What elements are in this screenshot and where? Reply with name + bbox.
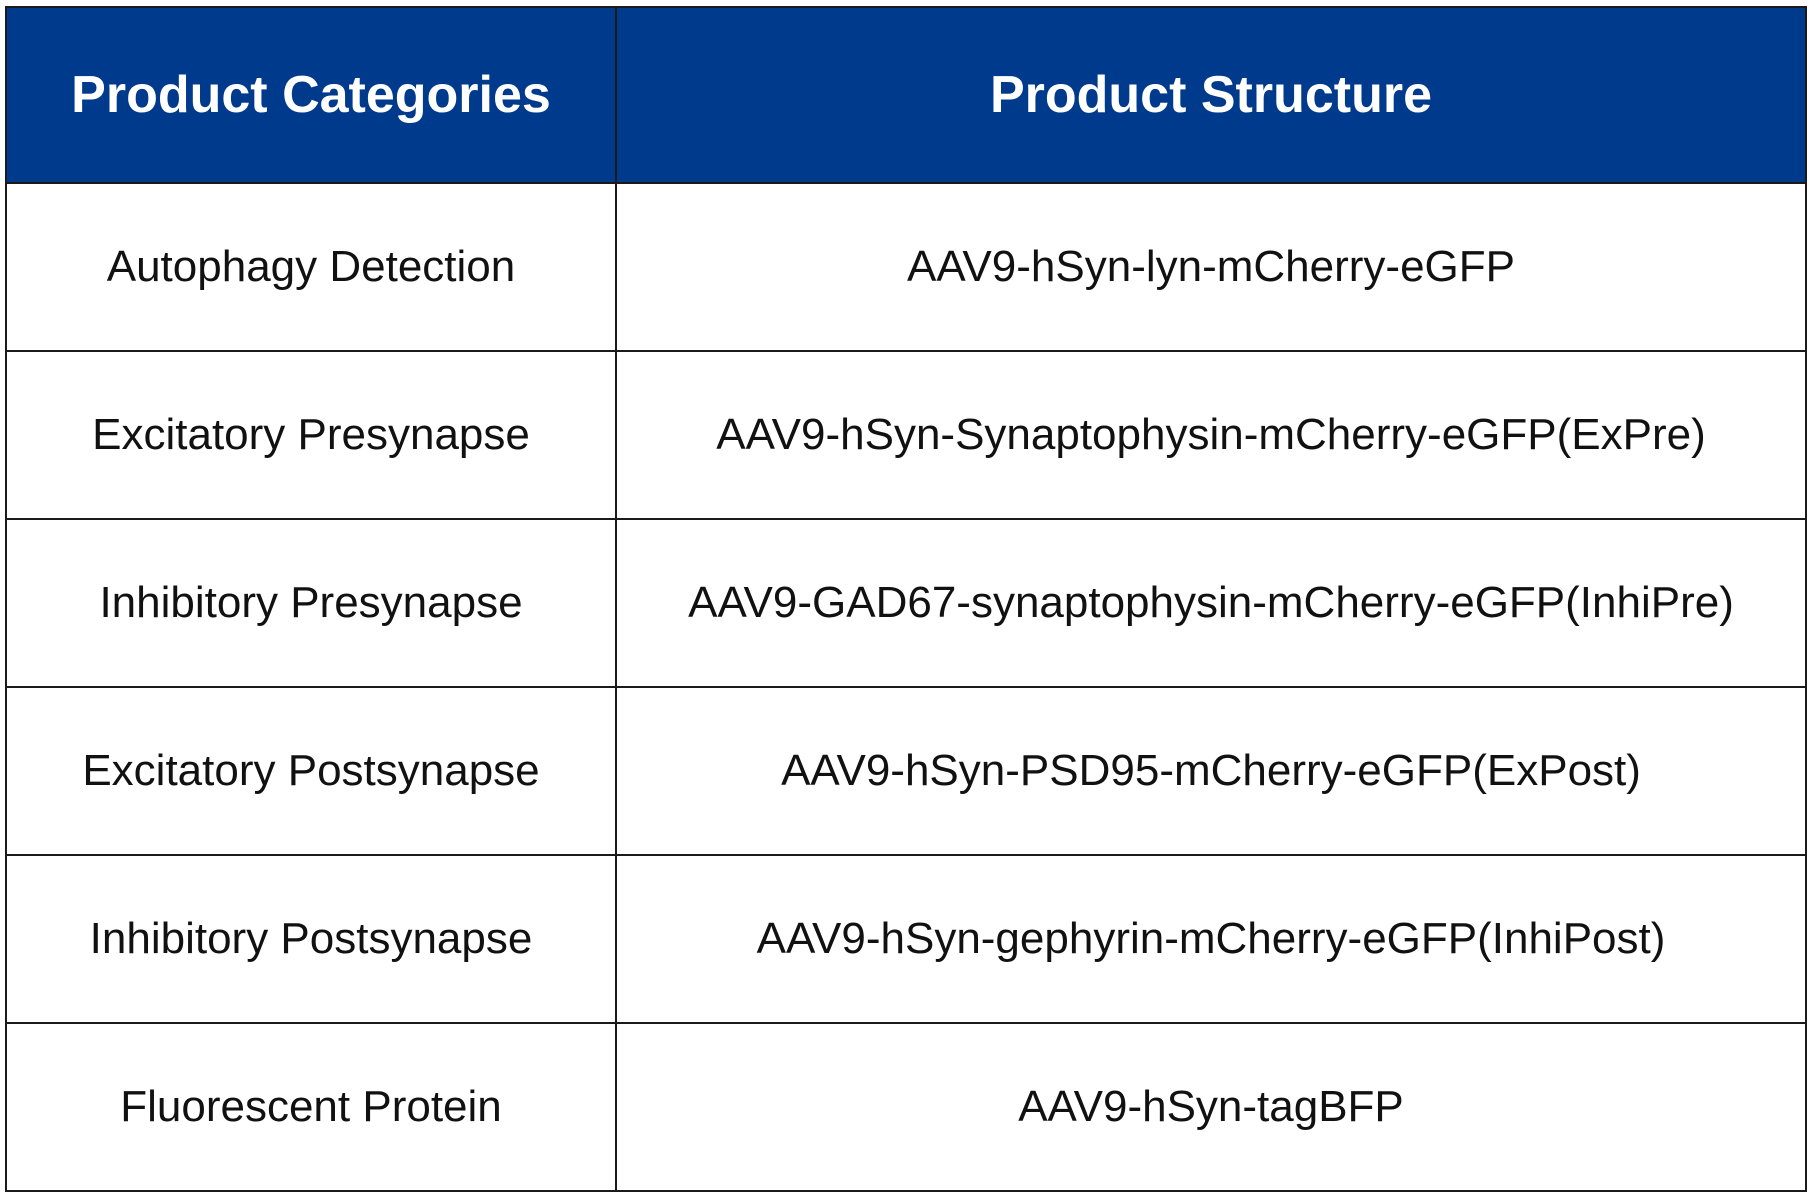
structure-cell: AAV9-hSyn-tagBFP xyxy=(615,1022,1807,1192)
header-product-structure: Product Structure xyxy=(615,6,1807,184)
structure-cell: AAV9-GAD67-synaptophysin-mCherry-eGFP(In… xyxy=(615,518,1807,688)
structure-cell: AAV9-hSyn-lyn-mCherry-eGFP xyxy=(615,182,1807,352)
table-row: Inhibitory Presynapse AAV9-GAD67-synapto… xyxy=(5,518,1807,688)
product-table: Product Categories Product Structure Aut… xyxy=(5,6,1807,1192)
structure-cell: AAV9-hSyn-PSD95-mCherry-eGFP(ExPost) xyxy=(615,686,1807,856)
category-cell: Inhibitory Presynapse xyxy=(5,518,617,688)
header-row: Product Categories Product Structure xyxy=(5,6,1807,184)
table-row: Inhibitory Postsynapse AAV9-hSyn-gephyri… xyxy=(5,854,1807,1024)
table-row: Fluorescent Protein AAV9-hSyn-tagBFP xyxy=(5,1022,1807,1192)
category-cell: Autophagy Detection xyxy=(5,182,617,352)
category-cell: Excitatory Postsynapse xyxy=(5,686,617,856)
category-cell: Excitatory Presynapse xyxy=(5,350,617,520)
category-cell: Fluorescent Protein xyxy=(5,1022,617,1192)
structure-cell: AAV9-hSyn-Synaptophysin-mCherry-eGFP(ExP… xyxy=(615,350,1807,520)
category-cell: Inhibitory Postsynapse xyxy=(5,854,617,1024)
table-row: Excitatory Postsynapse AAV9-hSyn-PSD95-m… xyxy=(5,686,1807,856)
structure-cell: AAV9-hSyn-gephyrin-mCherry-eGFP(InhiPost… xyxy=(615,854,1807,1024)
header-product-categories: Product Categories xyxy=(5,6,617,184)
table-row: Autophagy Detection AAV9-hSyn-lyn-mCherr… xyxy=(5,182,1807,352)
table-row: Excitatory Presynapse AAV9-hSyn-Synaptop… xyxy=(5,350,1807,520)
